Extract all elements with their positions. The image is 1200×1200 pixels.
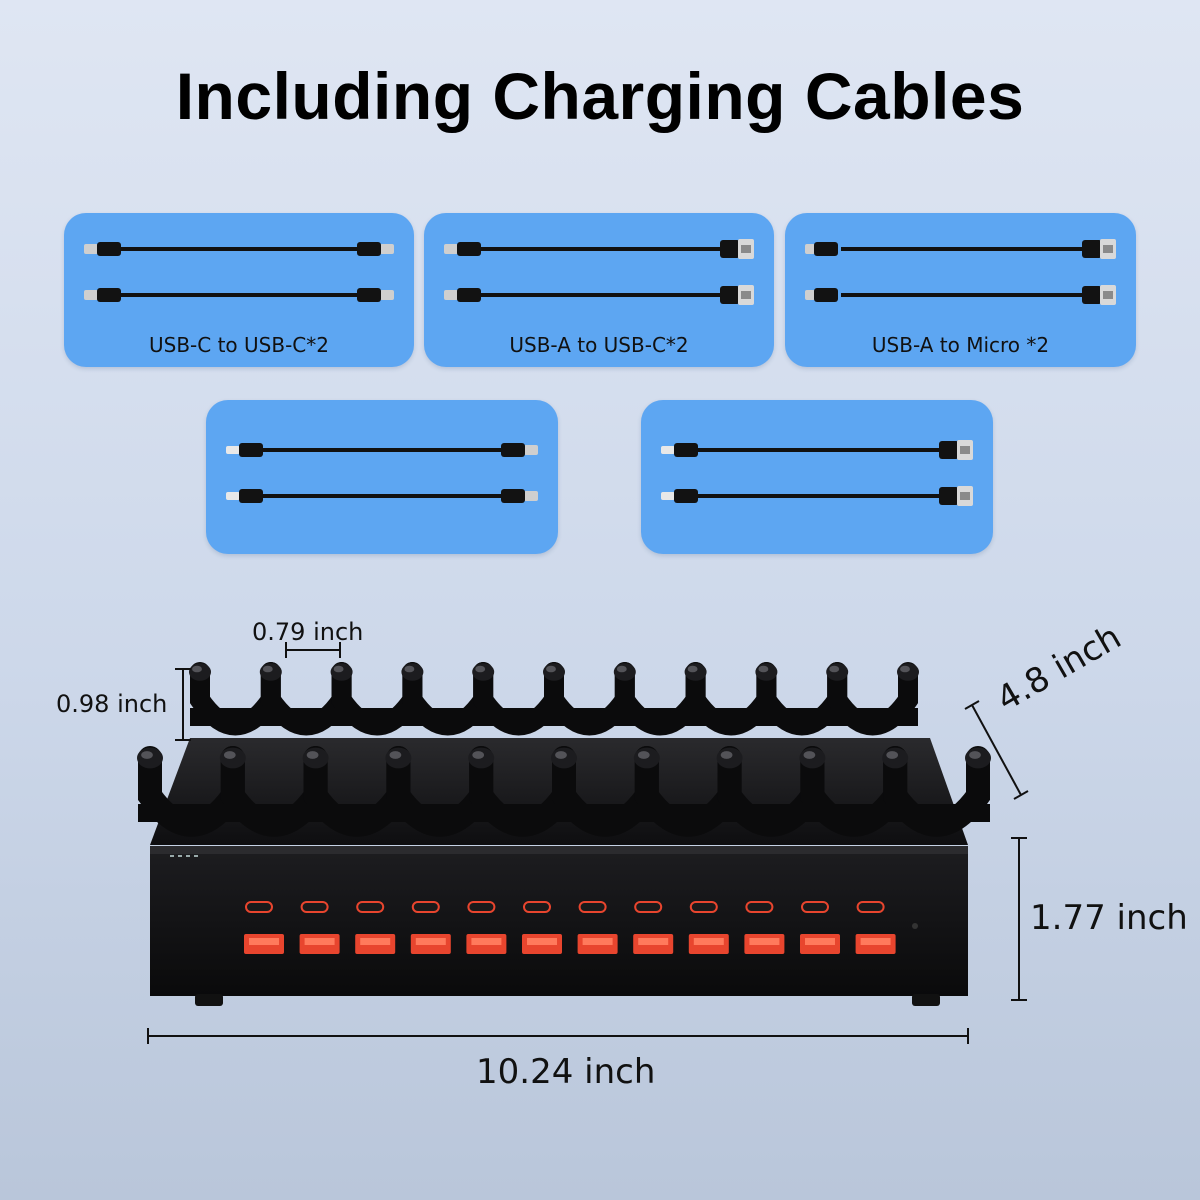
lightning-connector (226, 489, 263, 503)
front-cable-comb (137, 746, 991, 837)
usb-c-port (689, 901, 718, 913)
headline: Including Charging Cables (175, 59, 1025, 133)
lightning-connector (226, 443, 263, 457)
usb-c-connector (357, 288, 394, 302)
cable-card-usb-c-to-usb-c: USB-C to USB-C*2 (64, 213, 414, 367)
usb-c-connector (84, 288, 121, 302)
cable-card-lightning-to-usb-a (641, 400, 993, 554)
usb-c-port (356, 901, 385, 913)
usb-c-port (467, 901, 496, 913)
usb-c-connector (357, 242, 394, 256)
foot-right (912, 994, 940, 1006)
comb-height-dimension-line (175, 668, 191, 741)
cable-card-usb-a-to-usb-c: USB-A to USB-C*2 (424, 213, 774, 367)
cable-card-label: USB-A to Micro *2 (871, 333, 1050, 357)
usb-c-port (578, 901, 607, 913)
usb-c-port (245, 901, 273, 913)
base-box (150, 846, 968, 996)
usb-c-connector (501, 443, 538, 457)
slot-gap-dimension-line (285, 642, 341, 658)
depth-dimension-line (964, 700, 1029, 800)
usb-a-connector (720, 239, 754, 259)
usb-a-connector (1082, 285, 1116, 305)
usb-c-port (300, 901, 329, 913)
usb-c-port (634, 901, 663, 913)
micro-connector (805, 288, 838, 302)
usb-a-port-row (244, 934, 896, 954)
lightning-connector (661, 443, 698, 457)
usb-c-connector (444, 242, 481, 256)
width-dimension-line (147, 1028, 969, 1044)
back-cable-comb (189, 662, 919, 736)
usb-c-connector (501, 489, 538, 503)
usb-c-port (523, 901, 551, 913)
slot-gap-label: 0.79 inch (252, 618, 364, 646)
cable-card-lightning-to-usb-c (206, 400, 558, 554)
usb-a-connector (939, 440, 973, 460)
cable-card-usb-a-to-micro: USB-A to Micro *2 (785, 213, 1136, 367)
cable-pair-illustration (84, 242, 394, 302)
usb-a-connector (939, 486, 973, 506)
usb-c-connector (84, 242, 121, 256)
cable-card-label: USB-C to USB-C*2 (149, 333, 329, 357)
cable-pair-illustration (444, 239, 754, 305)
width-label: 10.24 inch (476, 1052, 656, 1092)
status-leds (170, 855, 198, 857)
cable-pair-illustration (805, 239, 1116, 305)
micro-connector (805, 242, 838, 256)
usb-c-port (411, 901, 440, 913)
usb-c-port (856, 901, 885, 913)
base-height-label: 1.77 inch (1030, 898, 1188, 938)
usb-c-port-row (245, 901, 885, 913)
usb-c-port (801, 901, 829, 913)
usb-c-connector (444, 288, 481, 302)
usb-a-connector (720, 285, 754, 305)
foot-left (195, 994, 223, 1006)
base-height-dimension-line (1011, 837, 1027, 1001)
usb-a-connector (1082, 239, 1116, 259)
cable-pair-illustration (661, 440, 973, 506)
comb-height-label: 0.98 inch (56, 690, 168, 718)
cable-card-label: USB-A to USB-C*2 (509, 333, 689, 357)
power-indicator (912, 923, 918, 929)
lightning-connector (661, 489, 698, 503)
usb-c-port (745, 901, 774, 913)
cable-pair-illustration (226, 443, 538, 503)
